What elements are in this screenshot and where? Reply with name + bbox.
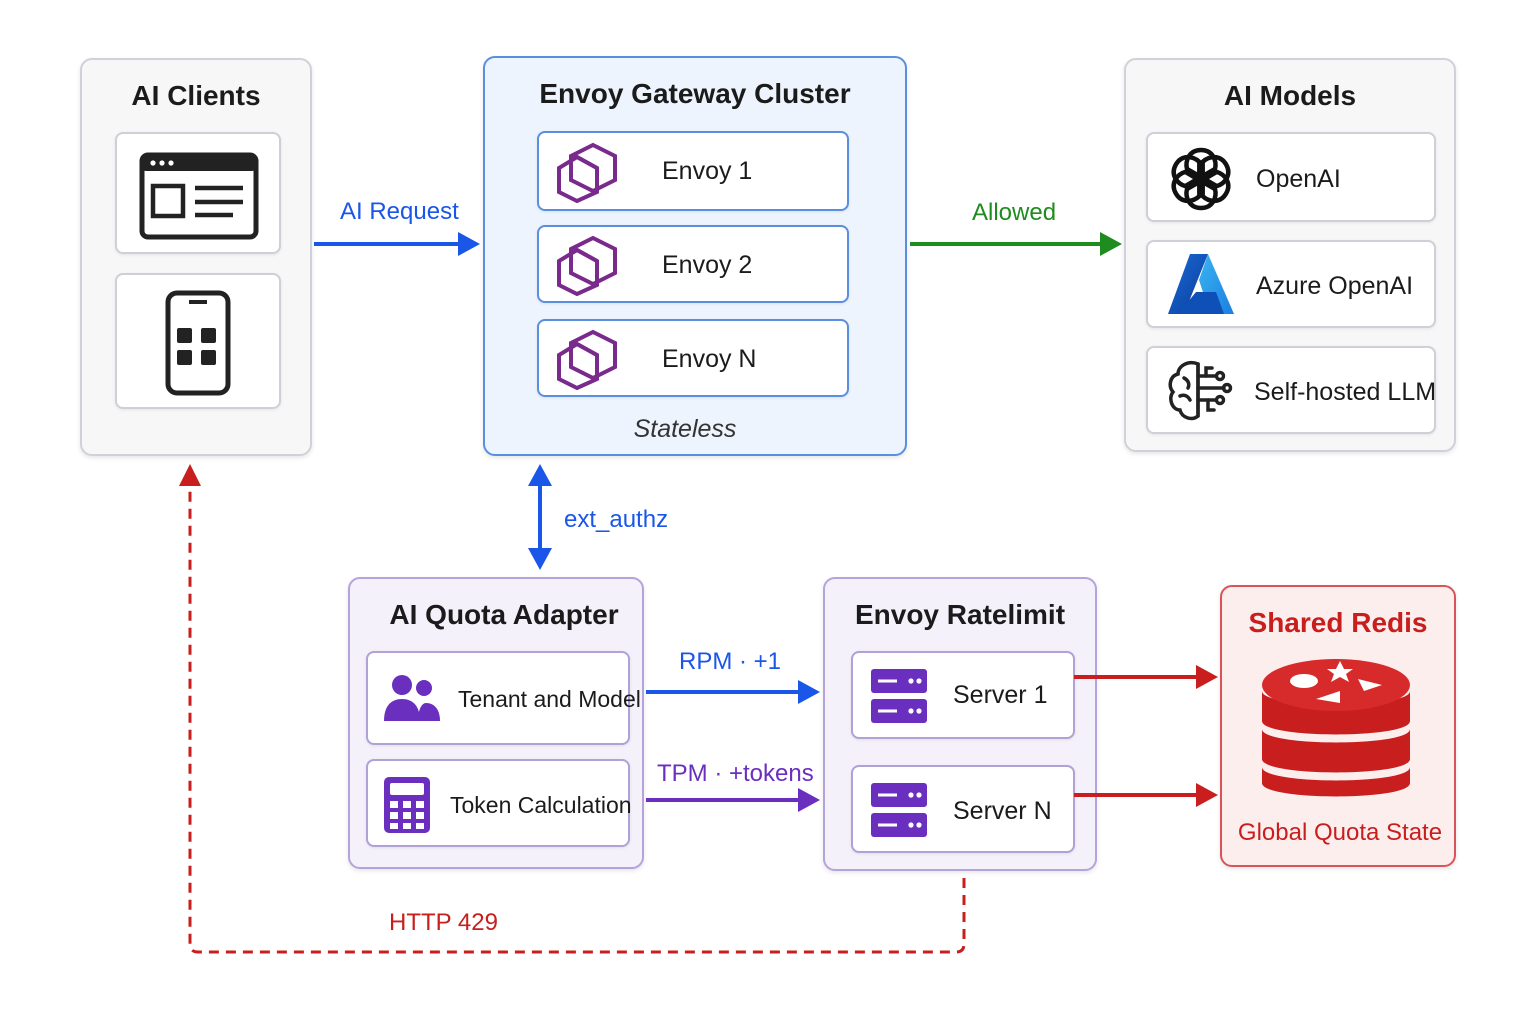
ai-request-arrowhead — [458, 232, 480, 256]
envoy-node-n[interactable]: Envoy N — [537, 319, 849, 397]
redis-caption: Global Quota State — [1237, 819, 1443, 846]
model-openai-label: OpenAI — [1256, 165, 1341, 193]
ai-clients-panel: AI Clients — [80, 58, 312, 456]
openai-logo-icon — [1171, 147, 1231, 211]
gateway-stateless-note: Stateless — [633, 415, 737, 443]
server-icon — [871, 783, 927, 837]
model-azure-label: Azure OpenAI — [1256, 272, 1414, 300]
adapter-title: AI Quota Adapter — [389, 599, 619, 630]
shared-redis-panel: Shared Redis Global Quota State — [1220, 585, 1456, 867]
brain-circuit-icon — [1168, 361, 1233, 421]
envoy-hexagon-icon — [557, 142, 617, 203]
allowed-arrowhead — [1100, 232, 1122, 256]
users-icon — [384, 675, 440, 721]
tpm-arrowhead — [798, 788, 820, 812]
client-browser-card[interactable] — [115, 132, 281, 254]
azure-logo-icon — [1168, 254, 1234, 314]
client-mobile-card[interactable] — [115, 273, 281, 409]
envoy-gateway-cluster-panel: Envoy Gateway Cluster Envoy 1 Envoy 2 En… — [483, 56, 907, 456]
redis-database-icon — [1262, 659, 1410, 797]
redis-title: Shared Redis — [1248, 607, 1428, 638]
ratelimit-server-1-label: Server 1 — [953, 681, 1048, 709]
ratelimit-title: Envoy Ratelimit — [854, 599, 1066, 630]
browser-window-icon — [139, 152, 259, 240]
envoy-node-1-label: Envoy 1 — [662, 157, 753, 185]
ai-models-panel: AI Models OpenAI — [1124, 58, 1456, 452]
model-azure-card[interactable]: Azure OpenAI — [1146, 240, 1436, 328]
envoy-node-2-label: Envoy 2 — [662, 251, 753, 279]
rpm-arrowhead — [798, 680, 820, 704]
ratelimit-server-1[interactable]: Server 1 — [851, 651, 1075, 739]
adapter-token-calc-card[interactable]: Token Calculation — [366, 759, 632, 847]
adapter-token-calc-label: Token Calculation — [450, 792, 632, 818]
ext-authz-label: ext_authz — [564, 506, 669, 533]
http-429-arrow — [188, 484, 966, 954]
ai-clients-title: AI Clients — [131, 80, 261, 111]
model-self-hosted-label: Self-hosted LLM — [1254, 378, 1437, 406]
model-self-hosted-card[interactable]: Self-hosted LLM — [1146, 346, 1436, 434]
mobile-phone-icon — [165, 290, 231, 396]
ai-models-title: AI Models — [1223, 80, 1357, 111]
servern-redis-arrowhead — [1196, 783, 1218, 807]
envoy-ratelimit-panel: Envoy Ratelimit Server 1 Server N — [823, 577, 1097, 871]
ext-authz-arrowhead-up — [528, 464, 552, 486]
allowed-label: Allowed — [972, 199, 1057, 226]
envoy-hexagon-icon — [557, 235, 617, 296]
http-429-arrowhead — [179, 464, 201, 486]
model-openai-card[interactable]: OpenAI — [1146, 132, 1436, 222]
ratelimit-server-n-label: Server N — [953, 797, 1052, 825]
envoy-hexagon-icon — [557, 329, 617, 390]
ratelimit-server-n[interactable]: Server N — [851, 765, 1075, 853]
envoy-node-2[interactable]: Envoy 2 — [537, 225, 849, 303]
envoy-node-n-label: Envoy N — [662, 345, 757, 373]
adapter-tenant-model-card[interactable]: Tenant and Model — [366, 651, 641, 745]
server-icon — [871, 669, 927, 723]
ai-request-label: AI Request — [340, 198, 459, 225]
ext-authz-arrowhead-down — [528, 548, 552, 570]
server1-redis-arrowhead — [1196, 665, 1218, 689]
http-429-label: HTTP 429 — [389, 909, 498, 936]
gateway-title: Envoy Gateway Cluster — [539, 78, 851, 109]
tpm-label: TPM · +tokens — [657, 760, 814, 787]
rpm-label: RPM · +1 — [679, 648, 782, 675]
adapter-tenant-model-label: Tenant and Model — [458, 686, 641, 712]
calculator-icon — [384, 777, 430, 833]
ai-quota-adapter-panel: AI Quota Adapter Tenant and Model Token … — [348, 577, 644, 869]
envoy-node-1[interactable]: Envoy 1 — [537, 131, 849, 211]
